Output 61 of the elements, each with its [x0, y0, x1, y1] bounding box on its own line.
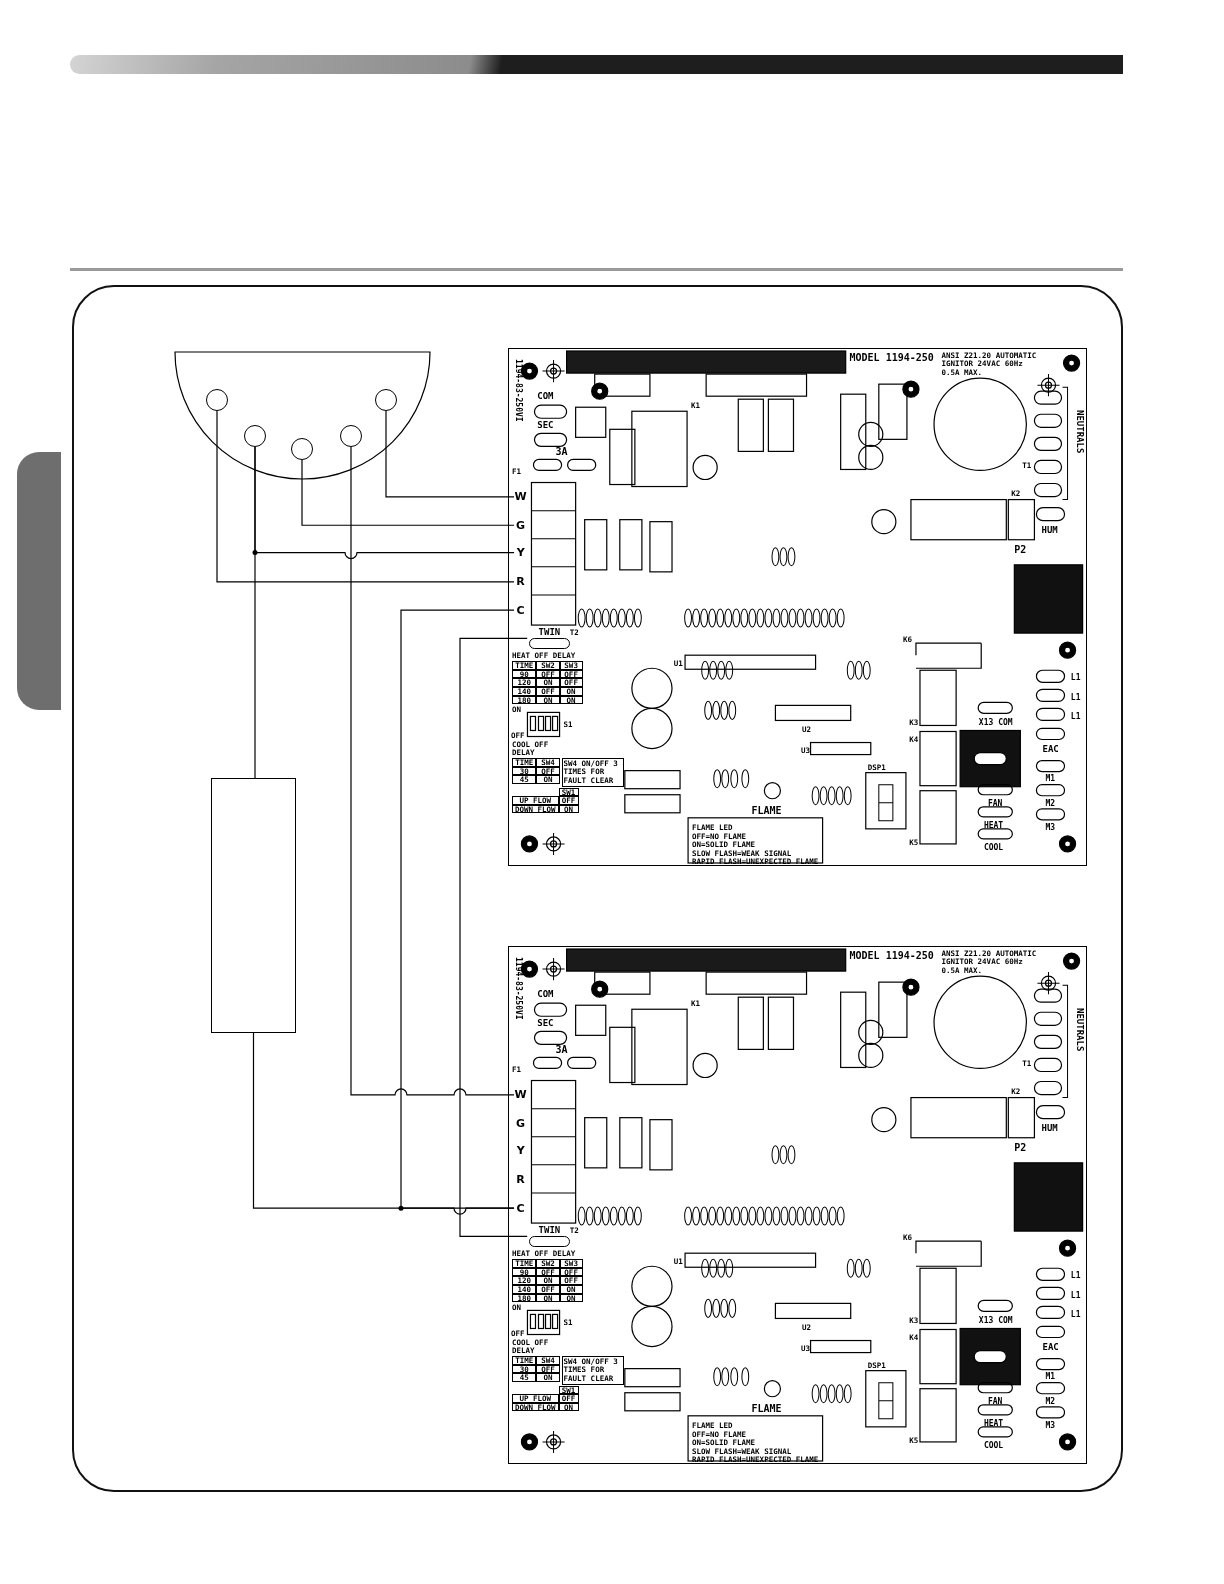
terminal-label: NEUTRALS: [1074, 409, 1084, 453]
wire: [385, 410, 515, 498]
model-number: MODEL 1194-250: [849, 951, 934, 962]
wire: [400, 609, 515, 1209]
terminal-label: L1: [1070, 693, 1081, 702]
terminal-label: M3: [1045, 1421, 1056, 1430]
terminal-label: SEC: [537, 420, 554, 430]
model-number: MODEL 1194-250: [849, 353, 934, 364]
terminal-label: G: [514, 519, 528, 531]
terminal-label: COM: [537, 990, 554, 1000]
led-label: FLAME: [751, 805, 782, 816]
terminal-label: L1: [1070, 674, 1081, 683]
thermostat-base: [174, 351, 431, 480]
part-number: 1194-83-250VI: [514, 359, 523, 422]
wire: [459, 637, 528, 1237]
terminal-label: L1: [1070, 1291, 1081, 1300]
terminal-label: EAC: [1042, 1343, 1059, 1353]
side-tab: [17, 452, 61, 710]
terminal-label: Y: [514, 547, 528, 559]
terminal-label: W: [514, 491, 528, 503]
terminal-label: W: [514, 1089, 528, 1101]
terminal-label: HEAT: [983, 1419, 1004, 1428]
terminal-label: L1: [1070, 712, 1081, 721]
terminal-label: NEUTRALS: [1074, 1007, 1084, 1051]
terminal-label: M3: [1045, 823, 1056, 832]
terminal-label: X13 COM: [978, 1316, 1013, 1325]
part-number: 1194-83-250VI: [514, 957, 523, 1020]
terminal-label: HEAT: [983, 821, 1004, 830]
terminal-label: M2: [1045, 1397, 1056, 1406]
terminal-label: HUM: [1041, 1123, 1058, 1133]
terminal-label: COOL: [983, 844, 1004, 853]
wire: [301, 459, 515, 526]
terminal-label: FAN: [987, 799, 1003, 808]
terminal-label: M1: [1045, 775, 1056, 784]
terminal-label: G: [514, 1117, 528, 1129]
component-label: P2: [1014, 545, 1027, 556]
terminal-label: COOL: [983, 1442, 1004, 1451]
component-label: P2: [1014, 1143, 1027, 1154]
terminal-label: Y: [514, 1145, 528, 1157]
terminal-label: L1: [1070, 1310, 1081, 1319]
fuse-rating: 3A: [555, 447, 568, 457]
terminal-label: COM: [537, 392, 554, 402]
led-label: FLAME: [751, 1403, 782, 1414]
terminal-label: X13 COM: [978, 718, 1013, 727]
terminal-label: HUM: [1041, 525, 1058, 535]
terminal-label: M1: [1045, 1373, 1056, 1382]
terminal-label: L1: [1070, 1272, 1081, 1281]
terminal-label: C: [514, 1202, 528, 1214]
wire: [252, 1032, 515, 1215]
fuse-rating: 3A: [555, 1045, 568, 1055]
terminal-label: M2: [1045, 799, 1056, 808]
terminal-label: C: [514, 604, 528, 616]
terminal-label: SEC: [537, 1018, 554, 1028]
wire: [254, 446, 256, 779]
terminal-label: EAC: [1042, 745, 1059, 755]
wire: [350, 446, 515, 1096]
terminal-label: FAN: [987, 1397, 1003, 1406]
terminal-label: R: [514, 576, 528, 588]
rectangle-box: [211, 778, 296, 1033]
terminal-label: R: [514, 1174, 528, 1186]
wire: [216, 410, 515, 583]
